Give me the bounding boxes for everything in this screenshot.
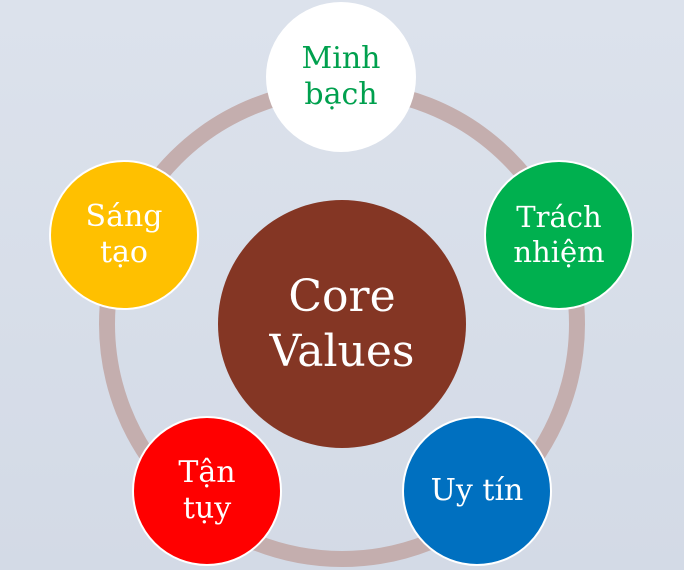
value-label-line-1: Minh: [301, 41, 381, 76]
value-label-line-2: tụy: [182, 491, 232, 526]
value-circle-tan-tuy: Tận tụy: [132, 416, 282, 566]
value-label-line-2: bạch: [304, 77, 378, 112]
center-core-values-circle: Core Values: [218, 200, 466, 448]
value-circle-trach-nhiem: Trách nhiệm: [484, 160, 634, 310]
value-label-line-1: Uy tín: [430, 473, 524, 508]
value-label-line-1: Trách: [516, 200, 602, 235]
value-label-line-1: Tận: [178, 455, 236, 490]
value-label-line-2: tạo: [99, 235, 148, 270]
value-circle-sang-tao: Sáng tạo: [49, 160, 199, 310]
value-label-line-1: Sáng: [85, 199, 163, 234]
value-circle-uy-tin: Uy tín: [402, 416, 552, 566]
center-label-line-2: Values: [269, 326, 415, 377]
value-circle-minh-bach: Minh bạch: [266, 2, 416, 152]
center-label-line-1: Core: [288, 271, 396, 322]
value-label-line-2: nhiệm: [513, 235, 605, 269]
